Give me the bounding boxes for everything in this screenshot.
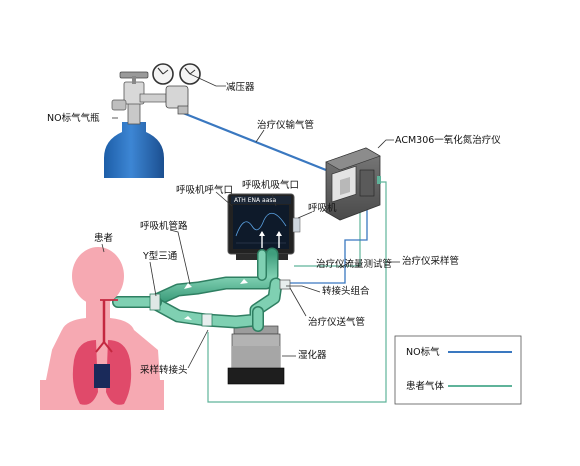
label-pressure-reducer: 减压器 <box>226 81 255 93</box>
arrow-left-icon <box>184 316 192 320</box>
label-y-piece: Y型三通 <box>142 251 178 262</box>
legend-no-gas-label: NO标气 <box>406 346 440 358</box>
label-flow-test-tube: 治疗仪流量测试管 <box>316 258 392 270</box>
no-gas-lines <box>288 210 368 284</box>
label-adapter-combo: 转接头组合 <box>322 285 370 297</box>
pressure-reducer <box>165 85 189 109</box>
adapter-combo <box>279 279 291 290</box>
label-no-cylinder: NO标气气瓶 <box>47 112 100 124</box>
label-humidifier: 湿化器 <box>298 349 327 361</box>
label-delivery-tube: 治疗仪输气管 <box>257 119 314 131</box>
humidifier <box>227 325 285 385</box>
no-cylinder <box>104 63 201 178</box>
flow-arrows <box>184 279 248 320</box>
label-circuit: 呼吸机管路 <box>140 220 188 232</box>
breathing-circuit <box>112 247 283 332</box>
cylinder-body <box>104 122 164 178</box>
arrow-right-icon <box>240 279 248 284</box>
leader-lines <box>101 73 400 369</box>
patient <box>40 247 164 410</box>
label-inhale-port: 呼吸机吸气口 <box>242 179 299 191</box>
label-exhale-port: 呼吸机呼气口 <box>176 184 233 196</box>
label-device: ACM306一氧化氮治疗仪 <box>395 134 501 146</box>
delivery-tube-line <box>182 111 327 172</box>
sampling-adapter <box>201 313 213 327</box>
arrow-right-icon <box>184 283 192 289</box>
legend-box <box>394 335 522 405</box>
y-piece <box>149 293 161 311</box>
text-labels: 减压器 NO标气气瓶 治疗仪输气管 ACM306一氧化氮治疗仪 呼吸机呼气口 呼… <box>47 81 501 376</box>
supply-line <box>288 210 368 284</box>
patient-head <box>72 247 124 305</box>
sampling-line <box>207 181 387 403</box>
regulator-connector <box>139 93 167 103</box>
legend-patient-gas-label: 患者气体 <box>406 380 445 392</box>
label-sampling-tube: 治疗仪采样管 <box>402 255 459 267</box>
label-ventilator: 呼吸机 <box>308 202 337 214</box>
lung-left <box>72 340 98 405</box>
lung-right <box>106 340 132 405</box>
ino-device <box>325 147 381 221</box>
patient-gas-lines <box>207 181 387 403</box>
label-supply-tube: 治疗仪送气管 <box>308 316 365 328</box>
cylinder-valve <box>127 101 141 125</box>
label-patient: 患者 <box>94 232 113 244</box>
legend: NO标气 患者气体 <box>394 335 522 405</box>
flow-test-line <box>294 210 361 267</box>
label-sampling-adapter: 采样转接头 <box>140 364 188 376</box>
humidifier-base <box>227 367 285 385</box>
ventilator-screen-title: ATH ENA aasa <box>234 197 276 204</box>
